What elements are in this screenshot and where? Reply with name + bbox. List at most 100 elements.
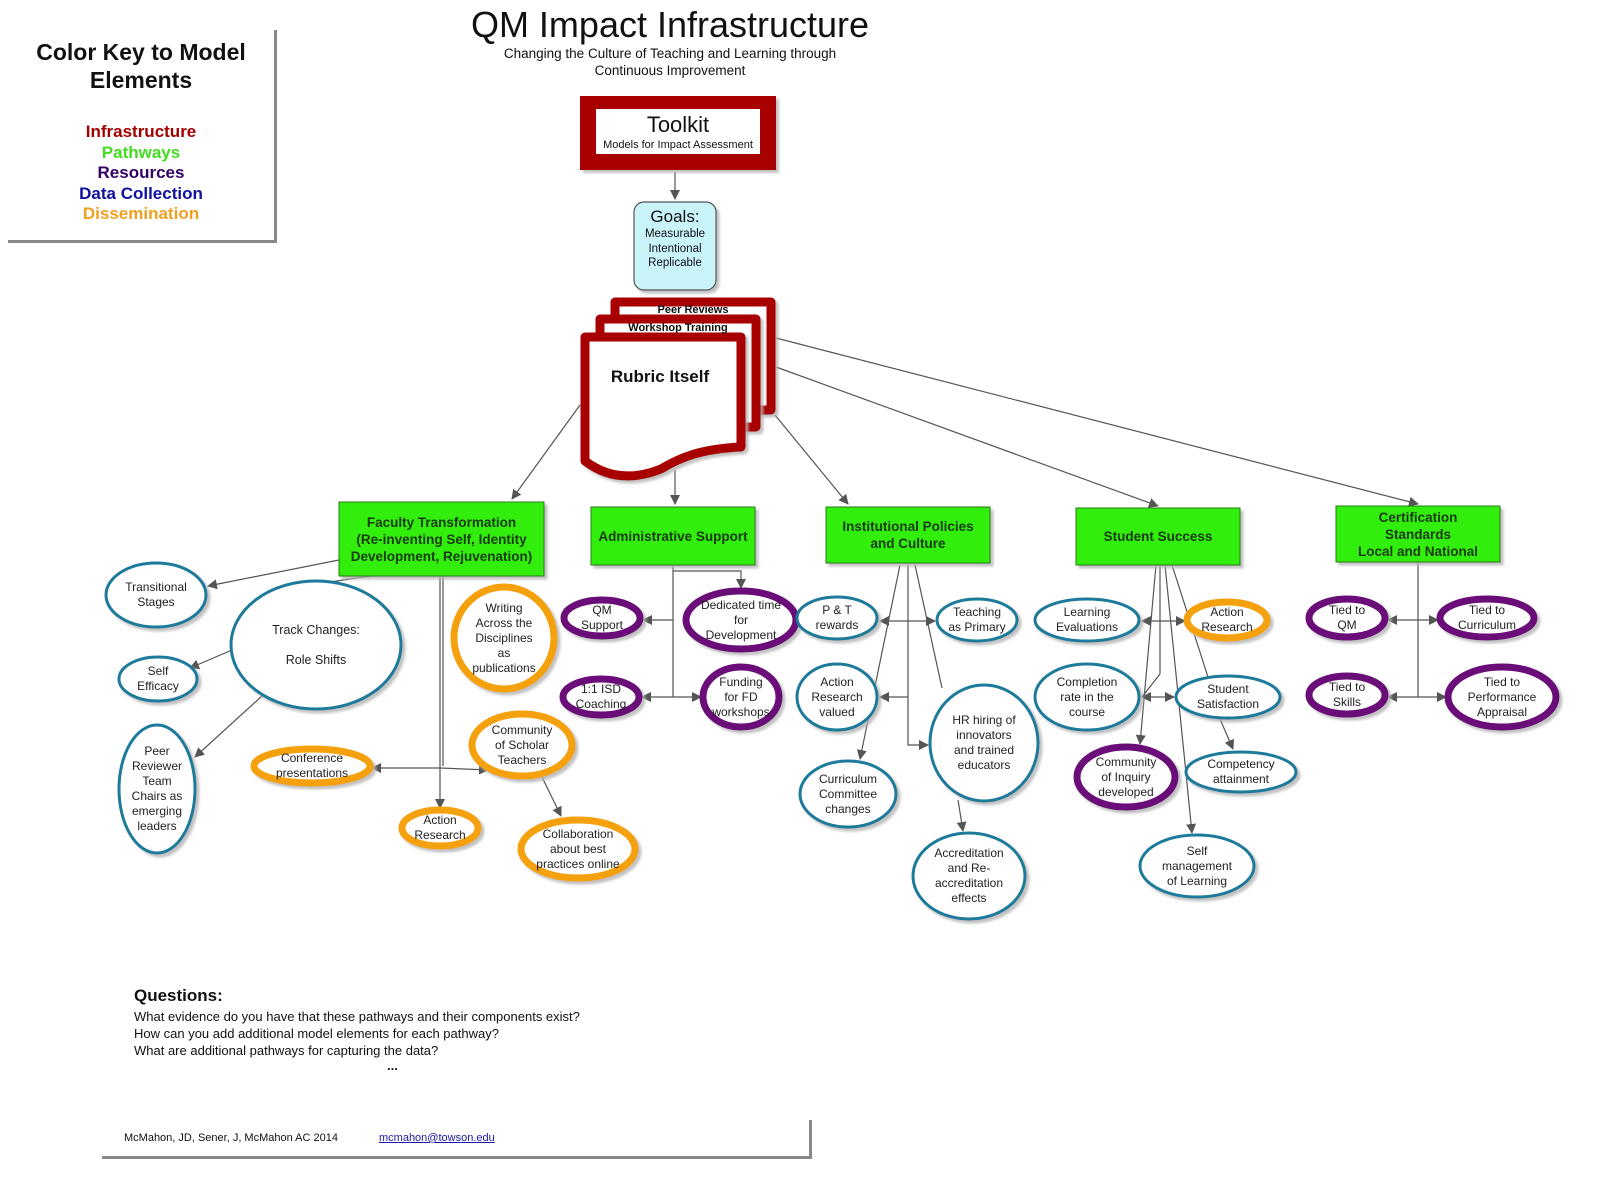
connector-arrow: [956, 799, 967, 832]
element-label-tied-skills: Tied to Skills: [1328, 680, 1366, 709]
key-dissemination: Dissemination: [82, 204, 200, 223]
element-label-isd: 1:1 ISD Coaching: [575, 682, 627, 711]
element-track: [229, 579, 403, 711]
element-label-conference: Conference presentations: [275, 751, 349, 780]
element-qm-support: [560, 596, 644, 640]
page-title: QM Impact Infrastructure: [470, 4, 870, 45]
element-label-accred: Accreditation and Re- accreditation effe…: [934, 846, 1004, 905]
questions-ellipsis: ...: [387, 1058, 398, 1073]
color-key-panel: Color Key to Model Elements Infrastructu…: [8, 30, 277, 243]
element-ar-valued: [795, 662, 879, 732]
doc-rubric-label: Rubric Itself: [610, 366, 710, 386]
element-tied-skills: [1305, 672, 1389, 718]
pathway-label-student: Student Success: [1103, 529, 1213, 544]
element-label-completion: Completion rate in the course: [1056, 674, 1118, 719]
toolkit-title: Toolkit: [646, 111, 710, 137]
citation: McMahon, JD, Sener, J, McMahon AC 2014: [124, 1132, 338, 1144]
element-accred: [911, 831, 1027, 921]
element-satisfaction: [1174, 674, 1282, 720]
rubric-to-faculty: [511, 404, 581, 500]
element-label-teaching: Teaching as Primary: [948, 605, 1006, 634]
color-key-title: Color Key to Model Elements: [36, 39, 246, 93]
connector-arrow: [914, 564, 943, 689]
page-subtitle: Changing the Culture of Teaching and Lea…: [503, 46, 837, 78]
pathway-box-student: [1075, 507, 1241, 566]
element-transitional: [104, 561, 208, 629]
element-action-fac: [398, 806, 482, 850]
email-link[interactable]: mcmahon@towson.edu: [379, 1132, 495, 1144]
toolkit-subtitle: Models for Impact Assessment: [603, 138, 753, 151]
element-teaching: [935, 597, 1019, 643]
element-label-competency: Competency attainment: [1207, 757, 1275, 786]
element-community-scholar: [468, 710, 576, 780]
key-resources: Resources: [97, 163, 185, 182]
element-label-tied-curr: Tied to Curriculum: [1457, 603, 1516, 632]
element-label-self-eff: Self Efficacy: [137, 664, 179, 693]
connector-arrow: [1219, 718, 1235, 750]
element-pt: [795, 595, 879, 641]
rubric-to-policies: [774, 414, 849, 505]
element-action-stu: [1183, 598, 1271, 642]
element-completion: [1033, 662, 1141, 732]
connector-arrow: [207, 559, 340, 590]
element-label-tied-perf: Tied to Performance Appraisal: [1467, 674, 1537, 719]
element-label-qm-support: QM Support: [580, 603, 624, 632]
element-label-tied-qm: Tied to QM: [1328, 603, 1366, 632]
element-tied-curr: [1436, 595, 1538, 641]
element-hr: [928, 683, 1040, 803]
question-1: What evidence do you have that these pat…: [134, 1009, 580, 1024]
goals-list: Measurable Intentional Replicable: [644, 228, 706, 270]
element-label-pt: P & T rewards: [815, 603, 859, 632]
element-label-peer-chairs: Peer Reviewer Team Chairs as emerging le…: [131, 744, 183, 833]
connector-arrow: [673, 570, 746, 589]
footer-box: McMahon, JD, Sener, J, McMahon AC 2014 m…: [102, 1120, 812, 1159]
element-label-funding: Funding for FD workshops: [712, 674, 770, 719]
questions-title: Questions:: [134, 986, 223, 1005]
connector-arrow: [189, 649, 233, 670]
element-label-track: Track Changes: Role Shifts: [272, 622, 360, 667]
question-2: How can you add additional model element…: [134, 1026, 499, 1041]
element-label-writing: Writing Across the Disciplines as public…: [472, 600, 536, 675]
pathway-box-admin: [590, 506, 756, 566]
pathway-label-policies: Institutional Policies and Culture: [842, 519, 974, 551]
docs-to-student: [775, 366, 1159, 508]
connector-arrow: [540, 774, 562, 817]
element-curriculum: [798, 759, 898, 829]
element-isd: [559, 675, 643, 719]
element-label-action-stu: Action Research: [1201, 605, 1253, 634]
element-collab: [517, 816, 639, 882]
element-peer-chairs: [117, 723, 197, 855]
element-label-action-fac: Action Research: [414, 813, 466, 842]
connector-arrow: [907, 565, 929, 750]
pathway-box-cert: [1335, 505, 1501, 563]
element-label-satisfaction: Student Satisfaction: [1196, 682, 1260, 711]
questions-section: Questions: What evidence do you have tha…: [134, 986, 580, 1073]
element-writing: [450, 583, 558, 693]
key-infrastructure: Infrastructure: [85, 122, 197, 141]
connector-arrow: [439, 764, 489, 775]
element-label-dedicated: Dedicated time for Development: [700, 597, 782, 642]
element-label-hr: HR hiring of innovators and trained educ…: [952, 713, 1016, 772]
goals-box: [633, 201, 717, 291]
element-competency: [1184, 750, 1298, 794]
connector-arrow: [194, 695, 263, 758]
key-pathways: Pathways: [101, 143, 181, 162]
element-coi: [1073, 743, 1179, 811]
pathway-label-admin: Administrative Support: [598, 528, 748, 544]
pathway-box-faculty: [338, 501, 545, 577]
pathway-label-cert: Certification Standards Local and Nation…: [1357, 509, 1479, 559]
connector-arrow: [329, 575, 371, 583]
element-label-learning-eval: Learning Evaluations: [1055, 605, 1119, 634]
goals-title: Goals:: [650, 206, 700, 226]
key-data-collection: Data Collection: [79, 184, 203, 203]
shape-layer: [104, 96, 1560, 921]
element-self-eff: [117, 655, 199, 703]
element-label-community-scholar: Community of Scholar Teachers: [491, 722, 553, 767]
pathway-box-policies: [825, 506, 991, 564]
docs-to-cert: [775, 337, 1419, 507]
element-funding: [699, 663, 783, 731]
element-label-coi: Community of Inquiry developed: [1095, 754, 1157, 799]
element-label-transitional: Transitional Stages: [125, 580, 187, 609]
toolkit-inner: [596, 109, 760, 154]
element-label-self-mgmt: Self management of Learning: [1161, 843, 1233, 888]
